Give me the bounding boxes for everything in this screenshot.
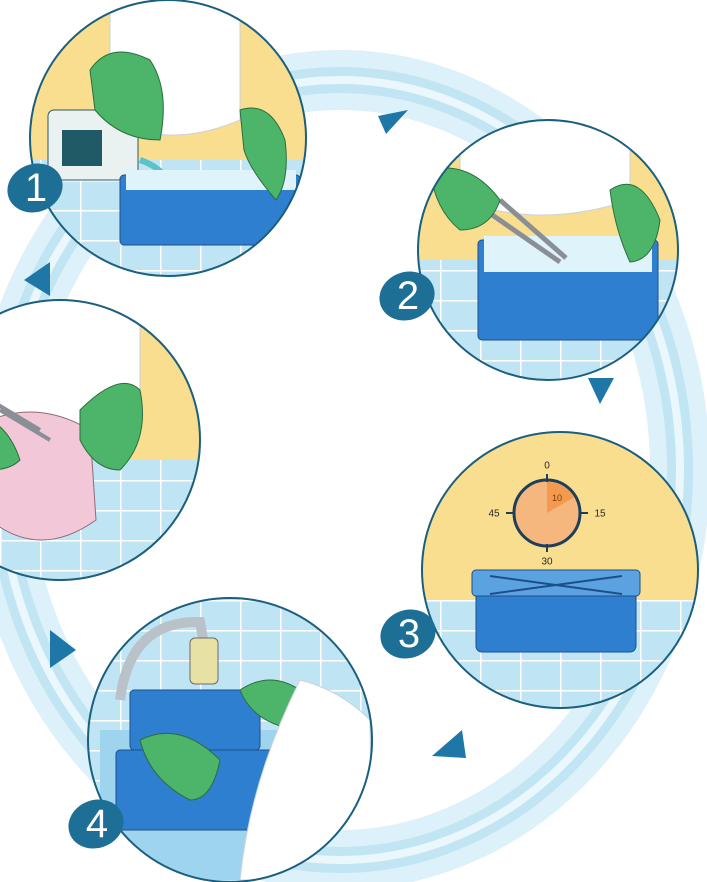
timer-mark-0: 0: [544, 461, 550, 472]
step-2-number: 2: [397, 274, 419, 318]
step-1-number: 1: [25, 166, 47, 210]
step-5-illustration: [0, 300, 200, 600]
timer-mark-45: 45: [488, 509, 500, 520]
arrow-2-to-3: [588, 378, 614, 404]
arrow-3-to-4: [432, 730, 466, 758]
timer-mark-15: 15: [594, 509, 606, 520]
step-4-number: 4: [86, 802, 108, 846]
arrow-1-to-2: [378, 110, 408, 134]
timer-elapsed-label: 10: [552, 493, 562, 503]
step-3-number: 3: [398, 612, 420, 656]
timer-mark-30: 30: [541, 557, 553, 568]
